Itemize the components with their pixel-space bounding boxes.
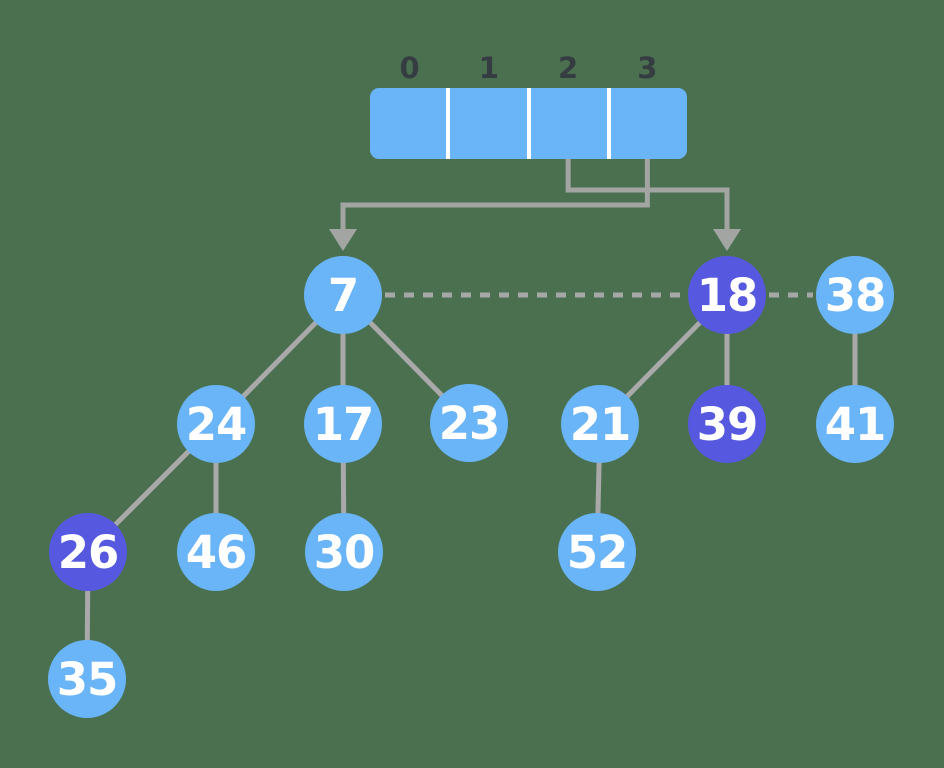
pointer-line-cell2-to-18: [565, 159, 730, 229]
tree-node-24: 24: [177, 385, 255, 463]
array-index-label-3: 3: [637, 51, 658, 85]
tree-node-17: 17: [304, 385, 382, 463]
pointer-arrowhead-cell2: [713, 229, 741, 251]
tree-node-35: 35: [48, 640, 126, 718]
array-cell-2: [531, 88, 611, 159]
array-index-label-0: 0: [399, 51, 420, 85]
tree-node-7: 7: [304, 256, 382, 334]
pointer-arrowhead-cell3: [329, 229, 357, 251]
array-cell-3: [611, 88, 687, 159]
tree-node-26: 26: [49, 513, 127, 591]
bucket-array: [370, 88, 687, 159]
tree-node-21: 21: [561, 385, 639, 463]
tree-node-30: 30: [305, 513, 383, 591]
array-index-label-2: 2: [558, 51, 579, 85]
array-cell-0: [370, 88, 451, 159]
tree-node-41: 41: [816, 385, 894, 463]
tree-node-18: 18: [688, 256, 766, 334]
array-cell-1: [450, 88, 531, 159]
tree-node-46: 46: [177, 513, 255, 591]
tree-node-52: 52: [558, 513, 636, 591]
tree-node-39: 39: [688, 385, 766, 463]
tree-node-23: 23: [430, 384, 508, 462]
array-index-label-1: 1: [478, 51, 499, 85]
tree-node-38: 38: [816, 256, 894, 334]
array-index-labels: 0 1 2 3: [370, 51, 687, 85]
pointer-line-cell3-to-7: [340, 159, 650, 229]
